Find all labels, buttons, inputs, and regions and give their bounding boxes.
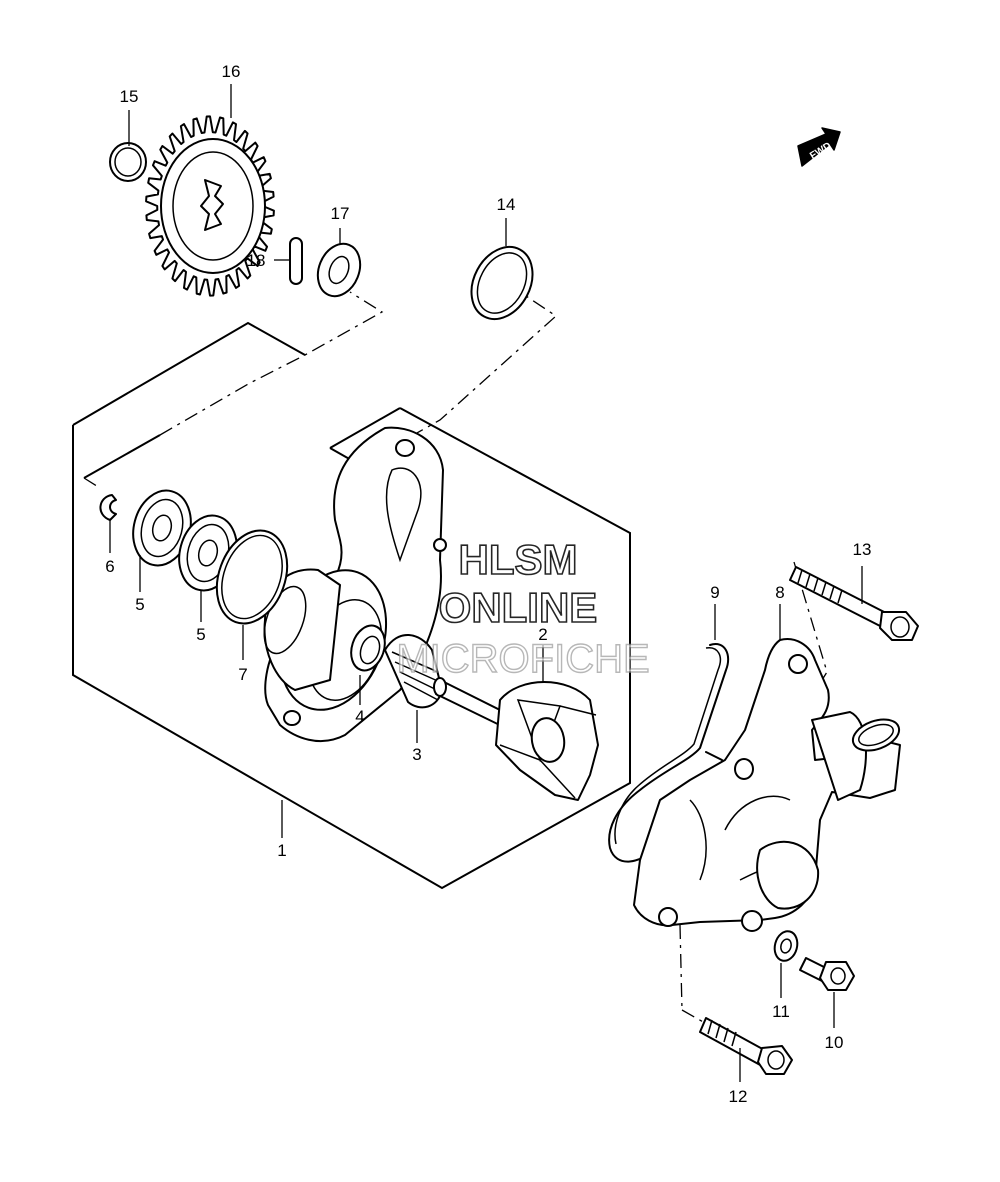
callout-7: 7 — [238, 665, 247, 684]
fwd-direction-badge: FWD — [797, 127, 841, 167]
callout-8: 8 — [775, 583, 784, 602]
circlip-15 — [109, 110, 147, 182]
callout-15: 15 — [120, 87, 139, 106]
e-clip-6 — [99, 494, 117, 553]
impeller-2 — [495, 645, 599, 801]
bolt-12 — [699, 1017, 793, 1082]
callout-18: 18 — [247, 251, 266, 270]
assembly-frame — [72, 321, 631, 890]
callout-13: 13 — [853, 540, 872, 559]
bolt-13 — [789, 566, 919, 641]
callout-14: 14 — [497, 195, 516, 214]
callout-9: 9 — [710, 583, 719, 602]
callout-4: 4 — [355, 707, 364, 726]
o-ring-14 — [470, 218, 534, 321]
washer-17 — [316, 228, 362, 298]
pin-18 — [274, 237, 303, 285]
callout-5b: 5 — [196, 625, 205, 644]
callout-12: 12 — [729, 1087, 748, 1106]
oil-seal-4 — [350, 624, 386, 705]
watermark-line-3: MICROFICHE — [396, 637, 649, 681]
bolt-10 — [799, 957, 855, 1028]
callout-6: 6 — [105, 557, 114, 576]
callout-11: 11 — [772, 1002, 790, 1021]
callout-3: 3 — [412, 745, 421, 764]
watermark-line-1: HLSM — [459, 536, 578, 583]
washer-11 — [773, 930, 799, 998]
callout-5a: 5 — [135, 595, 144, 614]
watermark: HLSM ONLINE MICROFICHE — [396, 535, 651, 682]
mechanical-seal-3 — [384, 634, 443, 743]
callout-16: 16 — [222, 62, 241, 81]
callout-17: 17 — [331, 204, 350, 223]
callout-1: 1 — [277, 841, 286, 860]
watermark-line-2: ONLINE — [439, 584, 598, 631]
callout-2: 2 — [538, 625, 547, 644]
callout-labels: 1 2 3 4 5 5 6 7 8 9 10 11 12 13 14 15 16… — [105, 62, 871, 1106]
sprocket-16 — [145, 115, 275, 297]
pump-cover-8 — [633, 604, 901, 932]
o-ring-7 — [215, 529, 289, 660]
callout-10: 10 — [825, 1033, 844, 1052]
alignment-lines — [83, 291, 828, 1028]
